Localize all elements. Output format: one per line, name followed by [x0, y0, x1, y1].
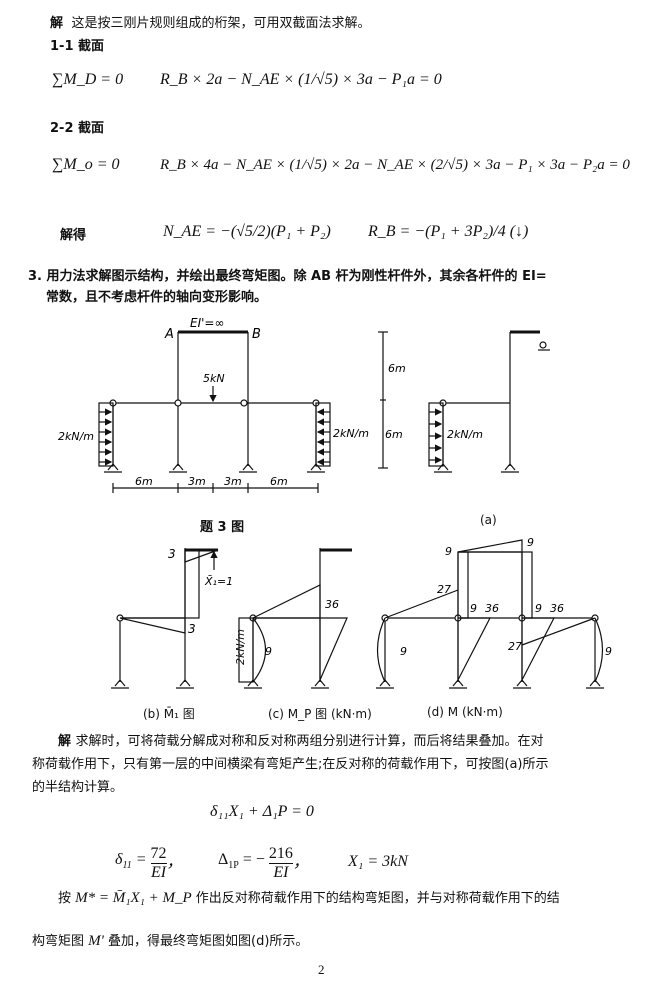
dist-load-left-label: 2kN/m [58, 430, 94, 443]
solution-para2: 称荷载作用下，只有第一层的中间横梁有弯矩产生;在反对称的荷载作用下，可按图(a)… [32, 757, 549, 772]
para5-formula: M' [88, 933, 104, 949]
main-figure-caption: 题 3 图 [200, 520, 245, 535]
delta11: δ11 = 72 EI ， [115, 845, 183, 881]
problem-number: 3. [28, 269, 42, 284]
para4-a: 按 [58, 891, 72, 906]
dim-4: 6m [270, 475, 288, 488]
solution-bold: 解 [58, 734, 72, 749]
equation-2-right: R_B × 4a − N_AE × (1/√5) × 2a − N_AE × (… [160, 157, 630, 173]
fig-d-9-right-top: 9 [527, 536, 534, 549]
delta11-num: 72 [150, 845, 167, 864]
fig-d-9-mid-left: 9 [470, 602, 477, 615]
solution-para4: 按 M* = M̄₁X₁ + M_P 作出反对称荷载作用下的结构弯矩图，并与对称… [58, 887, 560, 907]
intro-line: 解 这是按三刚片规则组成的桁架，可用双截面法求解。 [50, 12, 371, 31]
section-1-1-heading: 1-1 截面 [50, 39, 105, 54]
fig-b-caption: (b) M̄₁ 图 [143, 707, 195, 721]
delta1p-num: 216 [268, 845, 293, 864]
section-2-2-heading: 2-2 截面 [50, 121, 105, 136]
fig-b-value-top: 3 [168, 547, 176, 561]
figure-a-half-structure [428, 330, 550, 473]
rigid-label: EI'=∞ [190, 316, 224, 330]
fig-d-27-left: 27 [437, 583, 451, 596]
intro-text: 这是按三刚片规则组成的桁架，可用双截面法求解。 [71, 16, 371, 31]
result-rb: R_B = −(P₁ + 3P₂)/4 (↓) [368, 223, 529, 240]
delta1p-den: EI [273, 864, 289, 881]
fig-c-dist-load: 2kN/m [234, 628, 247, 665]
solution-text1: 求解时，可将荷载分解成对称和反对称两组分别进行计算，而后将结果叠加。在对 [75, 734, 544, 749]
delta11-den: EI [150, 864, 167, 881]
para5-b: 叠加，得最终弯矩图如图(d)所示。 [108, 934, 309, 949]
fig-d-9-mid-right: 9 [535, 602, 542, 615]
fig-a-caption: (a) [480, 513, 497, 527]
structure-figures: A B EI'=∞ 5kN 2kN/m 2kN/m 6m 3m 3m 6m 6m… [58, 316, 612, 689]
fig-d-9-right-col: 9 [605, 645, 612, 658]
main-frame [98, 330, 388, 493]
fig-d-9-left-top: 9 [445, 545, 452, 558]
fig-c-36: 36 [325, 598, 339, 611]
solution-para1: 解 求解时，可将荷载分解成对称和反对称两组分别进行计算，而后将结果叠加。在对 [58, 730, 544, 749]
fig-d-27-right: 27 [508, 640, 522, 653]
equation-canonical: δ₁₁X₁ + Δ₁P = 0 [210, 803, 314, 820]
result-nae: N_AE = −(√5/2)(P₁ + P₂) [163, 223, 331, 240]
delta1p: Δ1P = − 216 EI ， [218, 845, 309, 881]
dim-3: 3m [224, 475, 242, 488]
para4-b: 作出反对称荷载作用下的结构弯矩图，并与对称荷载作用下的结 [195, 891, 560, 906]
x1-result: X₁ = 3kN [348, 853, 408, 870]
dist-load-right-label: 2kN/m [333, 427, 369, 440]
solve-label: 解得 [60, 228, 87, 243]
intro-bold: 解 [50, 16, 64, 31]
fig-d-36-left: 36 [485, 602, 499, 615]
supports [104, 463, 325, 473]
para5-a: 构弯矩图 [32, 934, 85, 949]
fig-a-load-label: 2kN/m [447, 428, 483, 441]
fig-d-9-left-col: 9 [400, 645, 407, 658]
dim-2: 3m [188, 475, 206, 488]
dim-1: 6m [135, 475, 153, 488]
page-number: 2 [318, 962, 325, 977]
problem-3-line2: 常数，且不考虑杆件的轴向变形影响。 [46, 290, 268, 305]
equation-1-left: ∑M_D = 0 [52, 71, 124, 88]
point-load-label: 5kN [203, 372, 225, 385]
equation-1-right: R_B × 2a − N_AE × (1/√5) × 3a − P₁a = 0 [160, 71, 442, 88]
figure-c-load-moment-diagram [238, 548, 352, 689]
fig-c-caption: (c) M_P 图 (kN·m) [268, 707, 372, 721]
problem-text-1: 用力法求解图示结构，并绘出最终弯矩图。除 AB 杆为刚性杆件外，其余各杆件的 E… [46, 269, 547, 284]
equation-2-left: ∑M_o = 0 [52, 156, 120, 173]
fig-b-unit-force: X̄₁=1 [204, 575, 233, 588]
height-bottom: 6m [385, 428, 403, 441]
fig-d-caption: (d) M (kN·m) [427, 705, 503, 719]
para4-formula: M* = M̄₁X₁ + M_P [75, 890, 192, 906]
figure-b-unit-moment-diagram [111, 548, 219, 689]
fig-d-36-right: 36 [550, 602, 564, 615]
problem-3-line1: 3. 用力法求解图示结构，并绘出最终弯矩图。除 AB 杆为刚性杆件外，其余各杆件… [28, 265, 547, 284]
solution-para5: 构弯矩图 M' 叠加，得最终弯矩图如图(d)所示。 [32, 930, 308, 950]
fig-b-value-bottom: 3 [188, 622, 196, 636]
label-a: A [164, 327, 174, 342]
figure-d-final-moment-diagram [376, 539, 604, 689]
height-top: 6m [388, 362, 406, 375]
label-b: B [252, 327, 261, 342]
fig-c-9: 9 [265, 645, 272, 658]
solution-para3: 的半结构计算。 [32, 780, 124, 795]
